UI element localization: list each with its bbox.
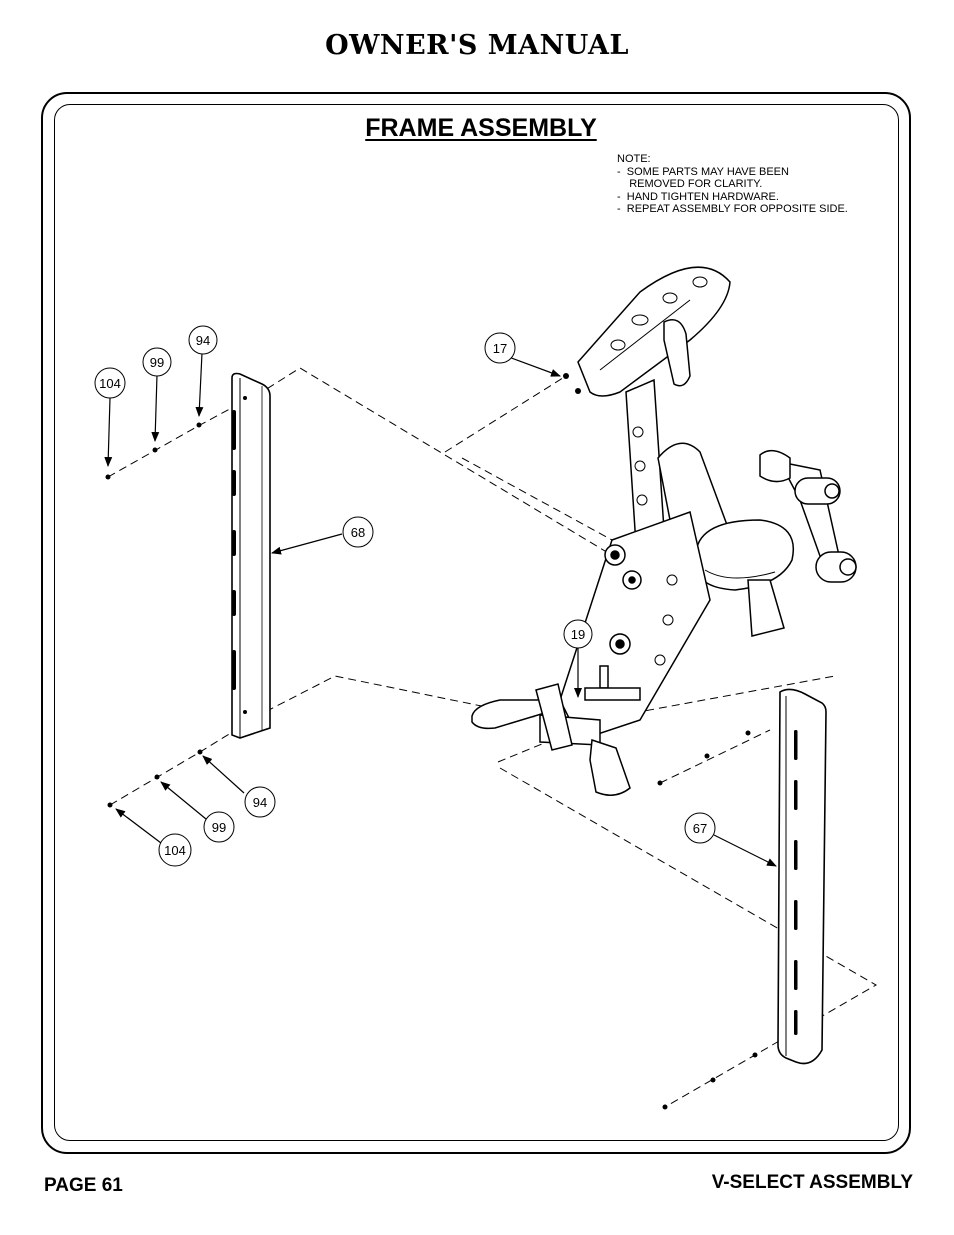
outer-frame	[41, 92, 911, 1154]
note-line: REMOVED FOR CLARITY.	[617, 178, 763, 190]
note-line: NOTE:	[617, 153, 651, 165]
page-number: PAGE 61	[44, 1175, 123, 1196]
frame-cover-68	[231, 372, 271, 739]
callout-104-bottom: 104	[158, 833, 192, 867]
callout-label: 94	[196, 333, 210, 348]
callout-104-top: 104	[94, 367, 126, 399]
callout-label: 94	[253, 795, 267, 810]
inner-frame	[54, 104, 899, 1141]
fasteners	[105, 373, 758, 1110]
manual-title: OWNER'S MANUAL	[325, 30, 629, 61]
machine-frame	[471, 266, 857, 796]
callout-94-top: 94	[188, 325, 218, 355]
callout-label: 99	[150, 355, 164, 370]
callout-68: 68	[342, 516, 374, 548]
note-line: - SOME PARTS MAY HAVE BEEN	[617, 165, 789, 178]
callout-67: 67	[684, 812, 716, 844]
callout-label: 99	[212, 820, 226, 835]
callout-94-bottom: 94	[244, 786, 276, 818]
section-title: FRAME ASSEMBLY	[365, 114, 597, 142]
callout-17: 17	[484, 332, 516, 364]
callout-99-top: 99	[142, 347, 172, 377]
assembly-guide-lines	[107, 367, 877, 1108]
callout-label: 104	[99, 376, 121, 391]
frame-cover-67	[777, 688, 827, 1065]
callout-label: 67	[693, 821, 707, 836]
callout-19: 19	[563, 619, 593, 649]
note-line: - REPEAT ASSEMBLY FOR OPPOSITE SIDE.	[617, 203, 848, 215]
callout-label: 68	[351, 525, 365, 540]
callout-99-bottom: 99	[203, 811, 235, 843]
callout-label: 19	[571, 627, 585, 642]
callout-label: 17	[493, 341, 507, 356]
assembly-note: NOTE: - SOME PARTS MAY HAVE BEEN REMOVED…	[617, 153, 848, 216]
callout-leaders	[104, 352, 777, 867]
callout-label: 104	[164, 843, 186, 858]
note-line: - HAND TIGHTEN HARDWARE.	[617, 190, 779, 203]
footer-section-title: V-SELECT ASSEMBLY	[711, 1172, 913, 1193]
